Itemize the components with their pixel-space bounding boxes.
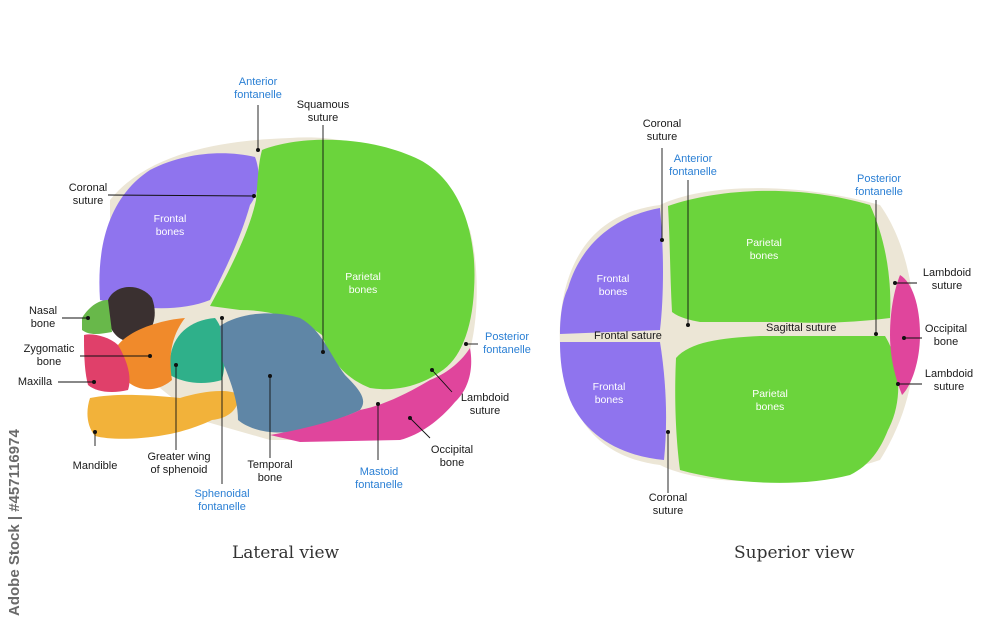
label-posterior-fontanelle-lateral: Posterior fontanelle <box>483 331 531 356</box>
lateral-temporal-bone <box>220 313 364 433</box>
label-squamous-suture: Squamous suture <box>296 99 350 124</box>
text-parietal-bones-lateral: Parietal bones <box>345 271 381 296</box>
label-zygomatic-bone: Zygomatic bone <box>23 343 75 368</box>
text-parietal-bones-superior-top: Parietal bones <box>746 237 782 262</box>
label-temporal-bone: Temporal bone <box>247 459 293 484</box>
label-mandible: Mandible <box>72 460 118 472</box>
label-nasal-bone: Nasal bone <box>28 305 58 330</box>
label-frontal-suture: Frontal sature <box>594 330 662 342</box>
label-sphenoidal-fontanelle: Sphenoidal fontanelle <box>194 488 250 513</box>
label-mastoid-fontanelle: Mastoid fontanelle <box>355 466 403 491</box>
superior-frontal-top <box>560 208 663 334</box>
lateral-frontal-bone <box>99 153 259 309</box>
label-anterior-fontanelle-lateral: Anterior fontanelle <box>234 76 282 101</box>
text-frontal-bones-superior-top: Frontal bones <box>596 273 630 298</box>
superior-view-title: Superior view <box>734 543 855 563</box>
label-coronal-suture-bottom: Coronal suture <box>648 492 688 517</box>
superior-leader-lines <box>661 148 922 493</box>
label-posterior-fontanelle-superior: Posterior fontanelle <box>855 173 903 198</box>
lateral-skull <box>58 105 478 484</box>
label-sagittal-suture: Sagittal suture <box>766 322 837 334</box>
label-anterior-fontanelle-superior: Anterior fontanelle <box>669 153 717 178</box>
label-lambdoid-suture-top: Lambdoid suture <box>922 267 972 292</box>
label-maxilla: Maxilla <box>17 376 53 388</box>
superior-parietal-bottom <box>675 336 899 483</box>
lateral-zygomatic-bone <box>118 318 185 390</box>
label-lambdoid-suture-bottom: Lambdoid suture <box>924 368 974 393</box>
label-occipital-bone-lateral: Occipital bone <box>430 444 474 469</box>
text-frontal-bones-superior-bottom: Frontal bones <box>592 381 626 406</box>
lateral-leader-lines <box>58 105 478 484</box>
text-frontal-bones-lateral: Frontal bones <box>153 213 187 238</box>
label-coronal-suture-top: Coronal suture <box>642 118 682 143</box>
label-coronal-suture-lateral: Coronal suture <box>68 182 108 207</box>
superior-occipital <box>890 275 920 395</box>
superior-parietal-top <box>668 190 891 323</box>
superior-frontal-bottom <box>560 342 667 460</box>
lateral-maxilla <box>84 334 130 393</box>
label-greater-wing-of-sphenoid: Greater wing of sphenoid <box>147 451 211 476</box>
lateral-view-title: Lateral view <box>232 543 340 563</box>
stock-id-text: Adobe Stock | #457116974 <box>6 429 23 616</box>
lateral-nasal-bone <box>82 300 112 334</box>
lateral-mandible <box>87 391 239 439</box>
stock-watermark: Adobe Stock | #457116974 <box>6 396 32 616</box>
lateral-leader-dots <box>86 148 468 434</box>
superior-leader-dots <box>660 238 906 434</box>
label-occipital-bone-superior: Occipital bone <box>924 323 968 348</box>
superior-skull <box>559 148 922 493</box>
lateral-occipital-bone <box>270 348 472 442</box>
lateral-parietal-bone <box>210 139 475 390</box>
lateral-sphenoid-bone <box>170 318 226 383</box>
text-parietal-bones-superior-bottom: Parietal bones <box>752 388 788 413</box>
label-lambdoid-suture-lateral: Lambdoid suture <box>460 392 510 417</box>
